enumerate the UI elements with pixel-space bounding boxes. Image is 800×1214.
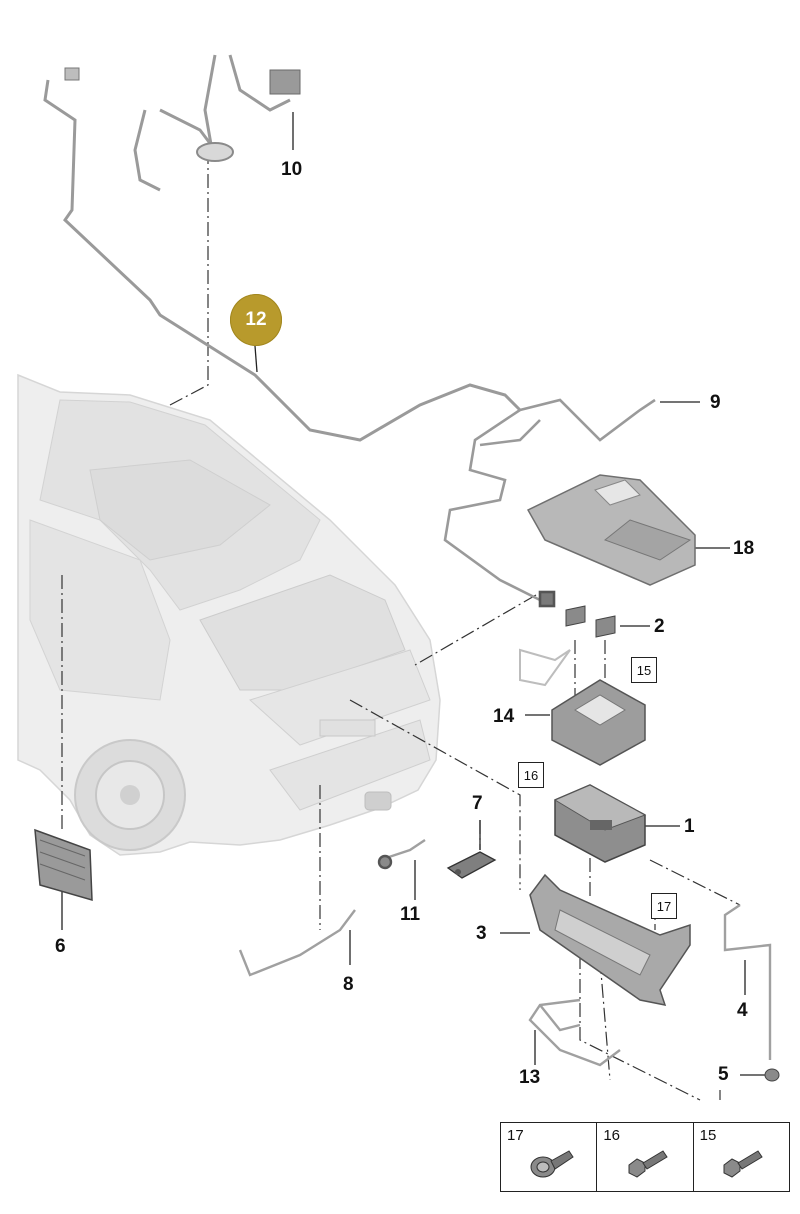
vehicle-illustration: [17, 373, 441, 856]
boxed-ref-16[interactable]: 16: [518, 762, 544, 788]
callout-1[interactable]: 1: [684, 816, 695, 837]
hex-bolt-icon: [628, 1150, 669, 1178]
callout-10[interactable]: 10: [281, 159, 303, 180]
callout-3[interactable]: 3: [476, 923, 487, 944]
legend-label-16: 16: [603, 1127, 621, 1144]
legend-label-17: 17: [507, 1127, 524, 1144]
callout-4[interactable]: 4: [737, 1000, 748, 1021]
callout-18[interactable]: 18: [733, 538, 755, 559]
hex-bolt-icon: [723, 1150, 763, 1178]
callout-13[interactable]: 13: [519, 1067, 541, 1088]
control-unit: [34, 828, 93, 902]
wiring-harness-right: [443, 398, 656, 608]
clip-parts: [565, 605, 616, 638]
fastener-legend: 17 16 15: [500, 1122, 790, 1192]
battery-cover-tray: [526, 474, 696, 586]
callout-7[interactable]: 7: [472, 793, 483, 814]
boxed-ref-15[interactable]: 15: [631, 657, 657, 683]
callout-6[interactable]: 6: [55, 936, 66, 957]
highlighted-callout-12[interactable]: 12: [230, 294, 282, 346]
callout-9[interactable]: 9: [710, 392, 721, 413]
legend-cell-16[interactable]: 16: [597, 1123, 694, 1191]
callout-8[interactable]: 8: [343, 974, 354, 995]
flange-bolt-icon: [530, 1150, 574, 1178]
legend-label-15: 15: [699, 1127, 717, 1144]
small-cables: [238, 839, 772, 1067]
callout-11[interactable]: 11: [400, 904, 421, 925]
callout-5[interactable]: 5: [718, 1064, 729, 1085]
battery-bracket: [519, 648, 646, 766]
boxed-ref-17[interactable]: 17: [651, 893, 677, 919]
callout-14[interactable]: 14: [493, 706, 515, 727]
callout-2[interactable]: 2: [654, 616, 665, 637]
battery-tray: [529, 873, 691, 1006]
sensor-unit: [446, 851, 497, 879]
battery: [553, 784, 647, 863]
grommet: [764, 1068, 780, 1082]
legend-cell-17[interactable]: 17: [501, 1123, 598, 1191]
pointer-lines: [61, 112, 765, 1076]
legend-cell-15[interactable]: 15: [694, 1123, 789, 1191]
wiring-harness-top: [43, 54, 522, 442]
